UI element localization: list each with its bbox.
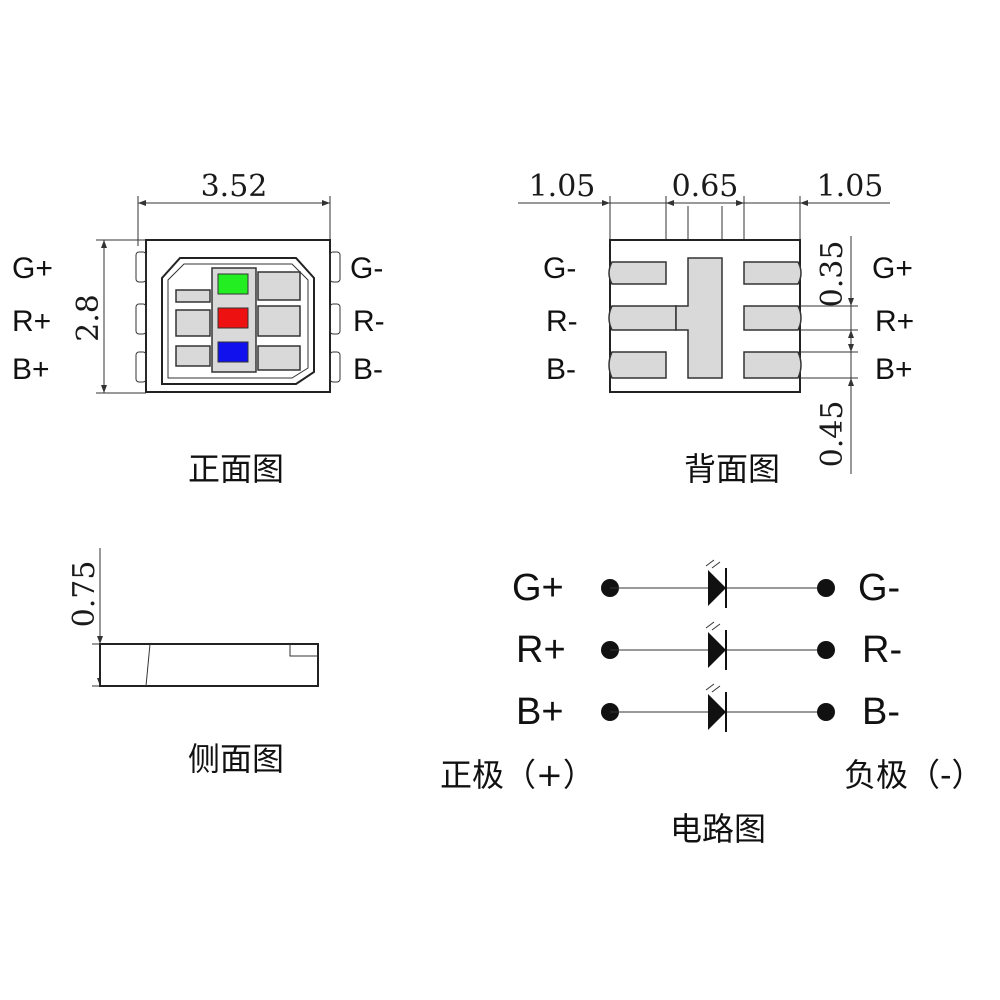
front-view: 3.52 2.8 bbox=[12, 169, 385, 488]
front-side-tabs bbox=[135, 251, 341, 383]
cathode-terminal-dot bbox=[817, 579, 835, 597]
back-label-r-minus: R- bbox=[546, 305, 578, 338]
front-width-dimension: 3.52 bbox=[137, 169, 331, 246]
cathode-terminal-dot bbox=[817, 703, 835, 721]
front-label-r-minus: R- bbox=[353, 305, 385, 338]
circuit-cathode-g: G- bbox=[858, 567, 900, 609]
front-label-b-plus: B+ bbox=[12, 353, 50, 386]
side-thickness-label: 0.75 bbox=[67, 561, 102, 628]
red-led-chip bbox=[217, 307, 249, 329]
blue-led-chip bbox=[217, 341, 249, 363]
diode-symbol-icon bbox=[708, 694, 726, 730]
diode-symbol-icon bbox=[708, 632, 726, 668]
front-height-dimension: 2.8 bbox=[71, 239, 146, 394]
negative-electrode-label: 负极（-） bbox=[844, 756, 984, 794]
back-dim-pad-height: 0.35 bbox=[815, 241, 850, 308]
circuit-anode-g: G+ bbox=[512, 567, 564, 609]
front-label-b-minus: B- bbox=[353, 353, 383, 386]
back-dim-left: 1.05 bbox=[529, 169, 596, 204]
back-label-r-plus: R+ bbox=[875, 305, 914, 338]
front-label-g-plus: G+ bbox=[12, 252, 53, 285]
diode-symbol-icon bbox=[708, 570, 726, 606]
front-height-label: 2.8 bbox=[71, 294, 106, 342]
back-right-dimensions: 0.35 0.45 bbox=[800, 236, 858, 474]
cathode-terminal-dot bbox=[817, 641, 835, 659]
front-cavity-outline bbox=[161, 257, 315, 385]
front-cavity-inner bbox=[167, 263, 309, 379]
back-dim-pad-gap: 0.45 bbox=[815, 401, 850, 468]
back-left-pads bbox=[608, 261, 677, 379]
circuit-caption: 电路图 bbox=[670, 810, 766, 848]
side-view: 0.75 侧面图 bbox=[67, 548, 319, 778]
side-package-body bbox=[99, 643, 319, 687]
circuit-row-green: G+ G- bbox=[512, 559, 900, 609]
back-label-b-plus: B+ bbox=[875, 353, 913, 386]
back-view-caption: 背面图 bbox=[684, 450, 780, 488]
side-view-caption: 侧面图 bbox=[188, 740, 284, 778]
front-width-label: 3.52 bbox=[201, 169, 268, 204]
circuit-anode-b: B+ bbox=[516, 691, 564, 733]
circuit-row-blue: B+ B- bbox=[516, 683, 900, 733]
back-label-b-minus: B- bbox=[546, 353, 576, 386]
circuit-row-red: R+ R- bbox=[516, 621, 902, 671]
circuit-diagram: G+ G- R+ R- B+ bbox=[440, 559, 984, 848]
back-view: 1.05 0.65 1.05 bbox=[518, 169, 914, 488]
circuit-cathode-b: B- bbox=[862, 691, 900, 733]
front-label-r-plus: R+ bbox=[12, 305, 51, 338]
back-label-g-minus: G- bbox=[543, 252, 576, 285]
back-label-g-plus: G+ bbox=[872, 252, 913, 285]
back-right-pads bbox=[743, 261, 802, 379]
green-led-chip bbox=[217, 273, 249, 295]
front-label-g-minus: G- bbox=[350, 252, 383, 285]
positive-electrode-label: 正极（+） bbox=[440, 756, 595, 794]
back-top-dimensions: 1.05 0.65 1.05 bbox=[518, 169, 890, 262]
front-view-caption: 正面图 bbox=[188, 450, 284, 488]
back-dim-center: 0.65 bbox=[672, 169, 739, 204]
circuit-anode-r: R+ bbox=[516, 629, 566, 671]
back-center-pad bbox=[675, 257, 723, 379]
back-dim-right: 1.05 bbox=[817, 169, 884, 204]
circuit-cathode-r: R- bbox=[862, 629, 902, 671]
